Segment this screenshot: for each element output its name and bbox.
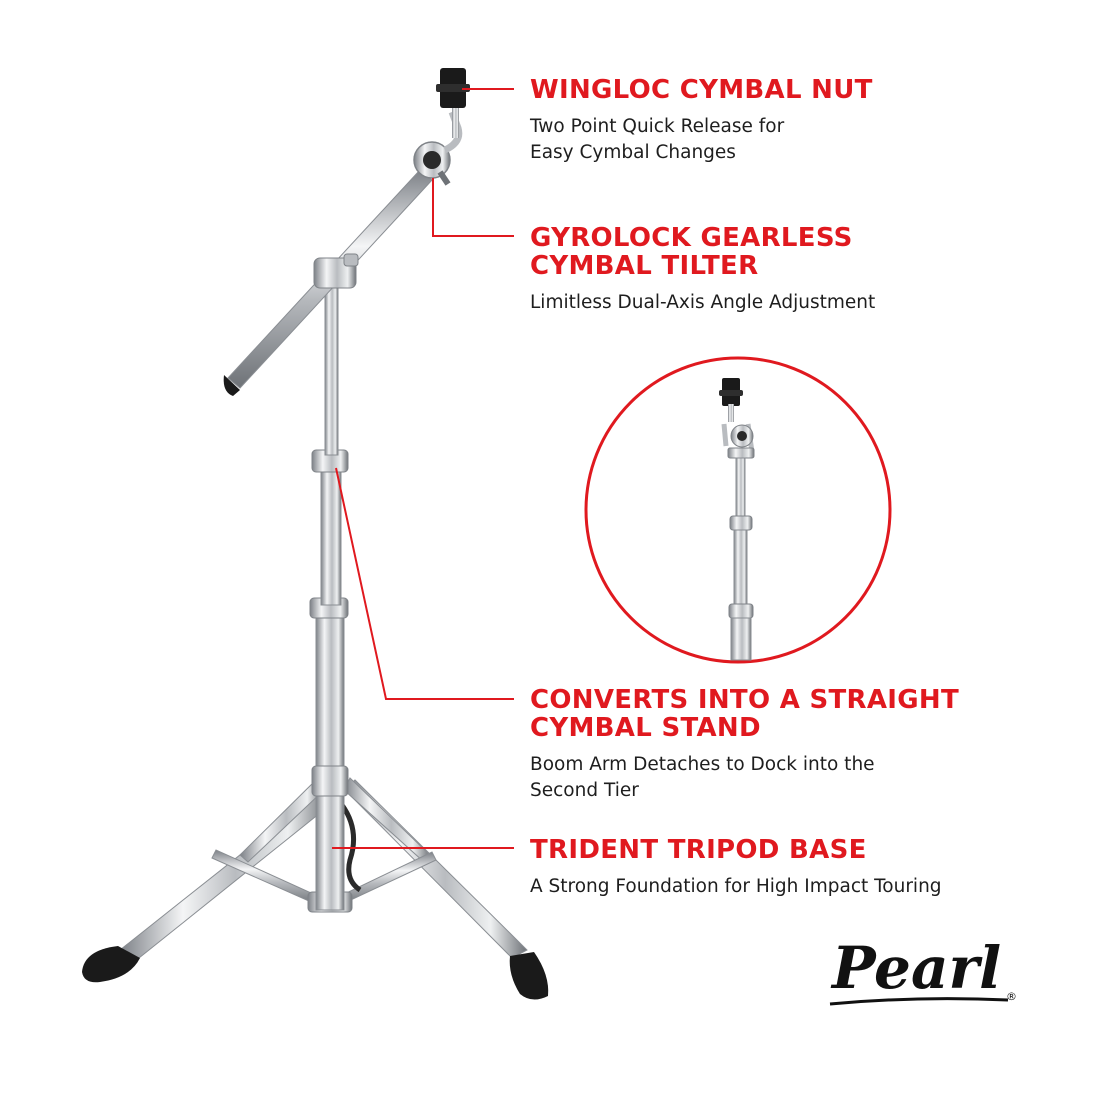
- feature-desc-line: Boom Arm Detaches to Dock into the: [530, 754, 875, 775]
- callout-lines: [332, 88, 514, 849]
- registered-mark: ®: [1006, 990, 1017, 1003]
- logo-wordmark: Pearl: [830, 934, 1001, 1002]
- feature-title-line: CONVERTS INTO A STRAIGHT: [530, 685, 960, 715]
- feature-title-line: WINGLOC CYMBAL NUT: [530, 75, 873, 105]
- feature-desc-line: Second Tier: [530, 780, 639, 801]
- callout-line-gyrolock: [432, 178, 514, 237]
- feature-desc-line: Limitless Dual-Axis Angle Adjustment: [530, 292, 876, 313]
- feature-title-line: GYROLOCK GEARLESS: [530, 223, 853, 253]
- callout-line-converts: [335, 467, 514, 700]
- feature-description: A Strong Foundation for High Impact Tour…: [530, 874, 942, 900]
- feature-title: TRIDENT TRIPOD BASE: [530, 836, 942, 864]
- feature-description: Limitless Dual-Axis Angle Adjustment: [530, 290, 875, 316]
- pearl-logo: Pearl ®: [829, 934, 1017, 1006]
- feature-title-line: CYMBAL STAND: [530, 713, 761, 743]
- feature-desc-line: Easy Cymbal Changes: [530, 142, 736, 163]
- feature-wingloc-cymbal-nut: WINGLOC CYMBAL NUT Two Point Quick Relea…: [530, 76, 873, 166]
- feature-title: WINGLOC CYMBAL NUT: [530, 76, 873, 104]
- feature-desc-line: A Strong Foundation for High Impact Tour…: [530, 876, 942, 897]
- boom-cymbal-stand-image: [82, 68, 549, 1000]
- feature-trident-tripod-base: TRIDENT TRIPOD BASE A Strong Foundation …: [530, 836, 942, 900]
- feature-desc-line: Two Point Quick Release for: [530, 116, 785, 137]
- straight-cymbal-stand-image: [584, 356, 892, 664]
- feature-title-line: TRIDENT TRIPOD BASE: [530, 835, 867, 865]
- feature-title-line: CYMBAL TILTER: [530, 251, 759, 281]
